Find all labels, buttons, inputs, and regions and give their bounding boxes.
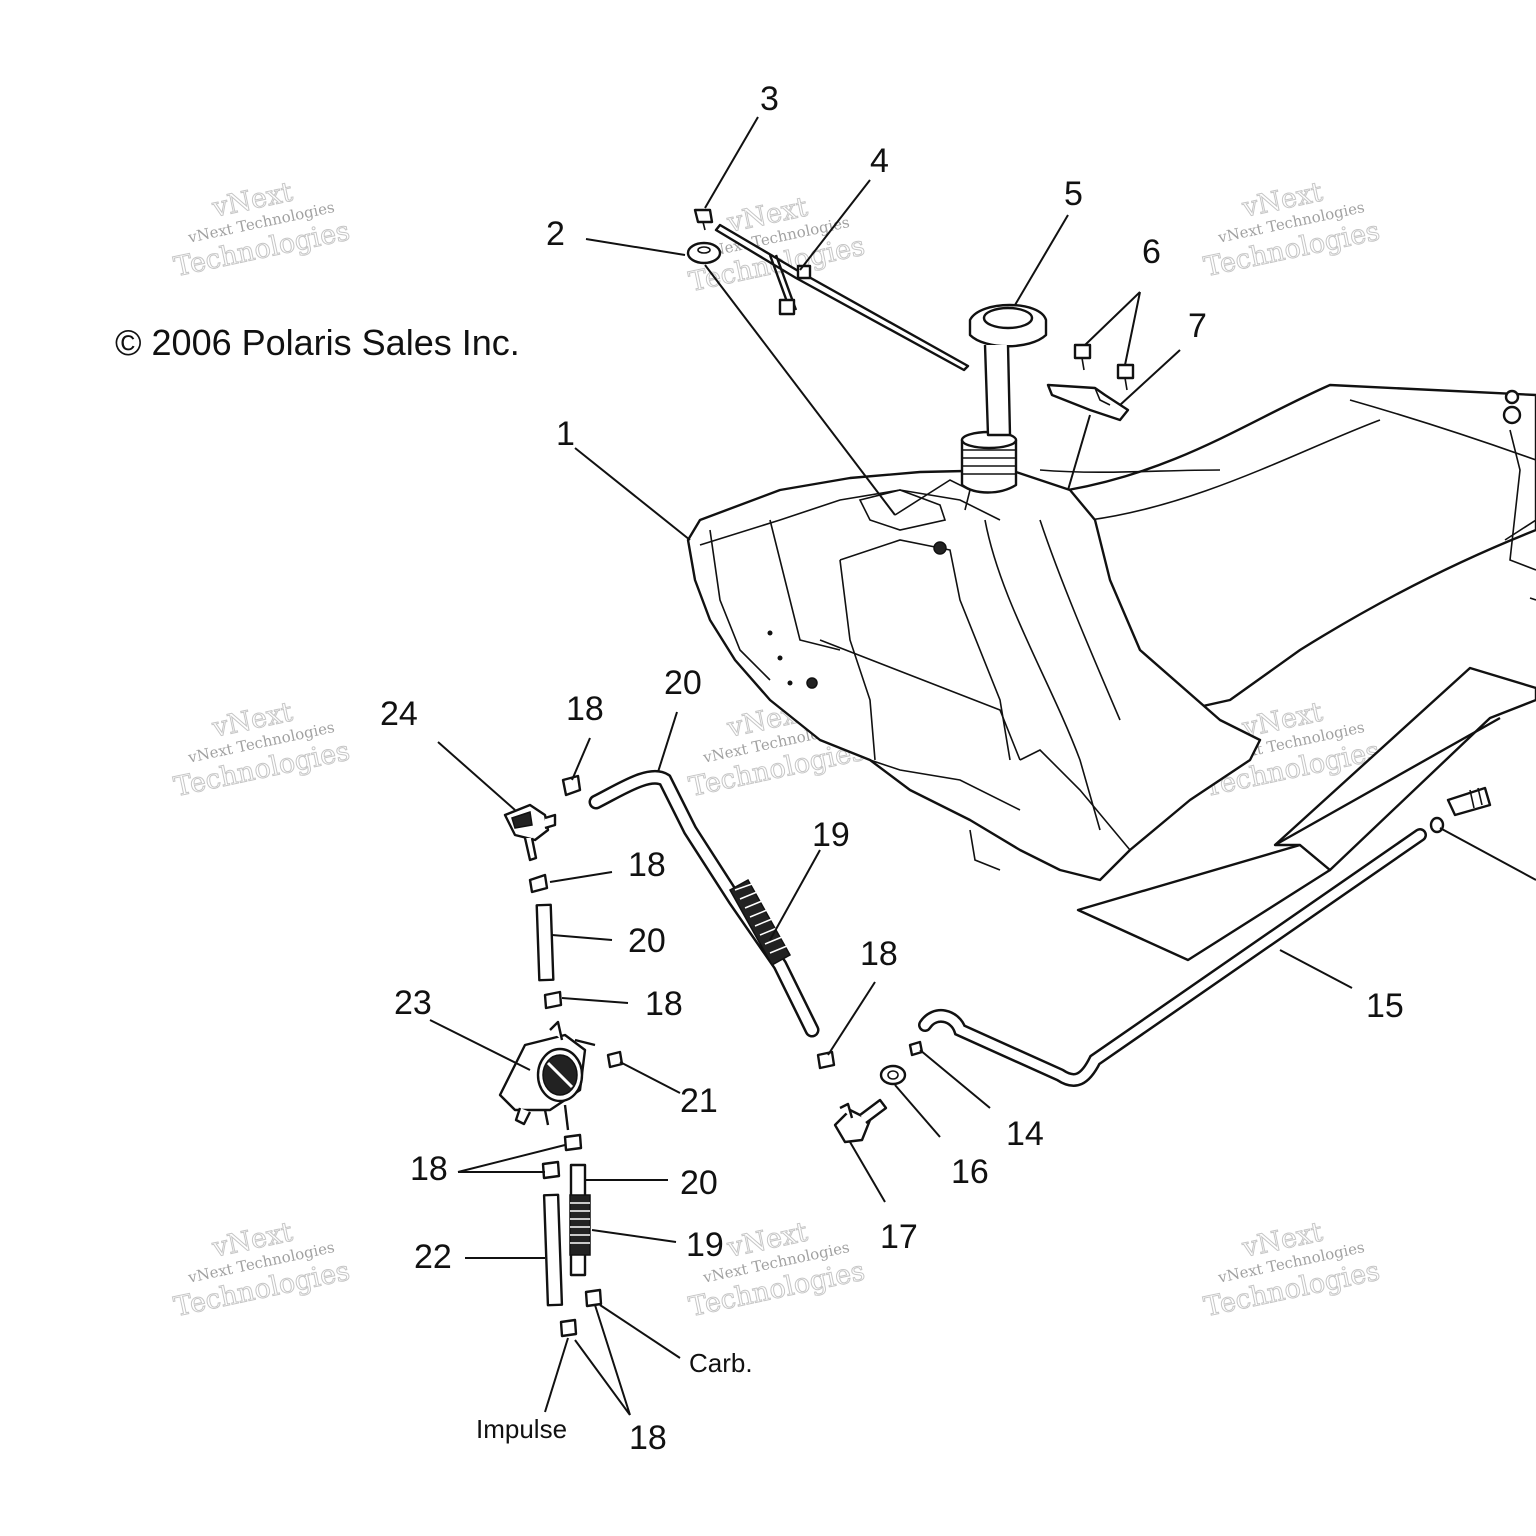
callout-5: 5: [1064, 175, 1083, 213]
callout-20: 20: [664, 664, 702, 702]
bolt-pair: [1073, 343, 1135, 391]
hose-clamp: [563, 1133, 583, 1152]
callout-21: 21: [680, 1082, 718, 1120]
hose-spring-19-lower: [569, 1194, 591, 1256]
watermark: vNext vNext Technologies Technologies: [171, 1216, 353, 1323]
fitting-right: [1429, 786, 1492, 834]
hose-clamp: [541, 1160, 561, 1180]
impulse-hose-22: [542, 1193, 564, 1307]
callout-18: 18: [645, 985, 683, 1023]
bolt-icon: [1502, 405, 1522, 425]
pump-fitting-21: [606, 1050, 624, 1069]
shutoff-valve: [503, 803, 557, 862]
callout-22: 22: [414, 1238, 452, 1276]
watermark: vNext vNext Technologies Technologies: [171, 176, 353, 283]
hose-clamp: [584, 1288, 603, 1308]
fuel-tank: [686, 430, 1262, 882]
hose-clamp: [816, 1050, 836, 1070]
heat-shield: [1076, 666, 1536, 962]
nut-icon: [1504, 389, 1520, 405]
callout-17: 17: [880, 1218, 918, 1256]
hose-clamp: [528, 873, 549, 894]
callout-19: 19: [812, 816, 850, 854]
watermark: vNext vNext Technologies Technologies: [1201, 176, 1383, 283]
rivet-icon: [767, 630, 773, 636]
rivet-icon: [787, 680, 793, 686]
grommet: [686, 241, 722, 265]
fuel-hose-20-long: [588, 769, 820, 1038]
vent-hose-assembly: [714, 223, 970, 372]
callout-3: 3: [760, 80, 779, 118]
copyright-notice: © 2006 Polaris Sales Inc.: [115, 322, 520, 363]
callout-16: 16: [951, 1153, 989, 1191]
callout-18: 18: [860, 935, 898, 973]
callout-labels: 1 2 3 4 5 6 7 24 18 20 18 20 18 19 18 23…: [380, 80, 1404, 1457]
impulse-label: Impulse: [476, 1414, 567, 1444]
callout-7: 7: [1188, 307, 1207, 345]
callout-18: 18: [410, 1150, 448, 1188]
tank-bracket: [1046, 383, 1130, 422]
hose-clamp: [559, 1318, 578, 1338]
callout-18: 18: [566, 690, 604, 728]
fuel-pump: [498, 1020, 596, 1131]
watermark: vNext vNext Technologies Technologies: [686, 191, 868, 298]
watermark: vNext vNext Technologies Technologies: [1201, 1216, 1383, 1323]
carb-label: Carb.: [689, 1348, 753, 1378]
vent-valve: [693, 208, 714, 231]
callout-24: 24: [380, 695, 418, 733]
callout-14: 14: [1006, 1115, 1044, 1153]
callout-23: 23: [394, 984, 432, 1022]
callout-18: 18: [628, 846, 666, 884]
leader-lines: [429, 116, 1536, 1416]
callout-18: 18: [629, 1419, 667, 1457]
hose-clamp: [543, 990, 563, 1010]
callout-2: 2: [546, 215, 565, 253]
callout-15: 15: [1366, 987, 1404, 1025]
callout-20: 20: [680, 1164, 718, 1202]
fuel-cap: [968, 303, 1048, 437]
callout-1: 1: [556, 415, 575, 453]
fitting-14: [908, 1040, 924, 1057]
callout-4: 4: [870, 142, 889, 180]
callout-19: 19: [686, 1226, 724, 1264]
elbow-fitting-17: [833, 1098, 888, 1144]
vent-line-15: [918, 828, 1427, 1087]
watermark: vNext vNext Technologies Technologies: [171, 696, 353, 803]
mounting-hole-icon: [933, 541, 947, 555]
watermark: vNext vNext Technologies Technologies: [686, 1216, 868, 1323]
rivet-icon: [777, 655, 783, 661]
callout-6: 6: [1142, 233, 1161, 271]
mounting-hole-icon: [806, 677, 818, 689]
grommet-16: [879, 1064, 907, 1086]
hose-spring-19: [728, 878, 792, 967]
fuel-hose-20-short: [535, 903, 555, 982]
callout-20: 20: [628, 922, 666, 960]
